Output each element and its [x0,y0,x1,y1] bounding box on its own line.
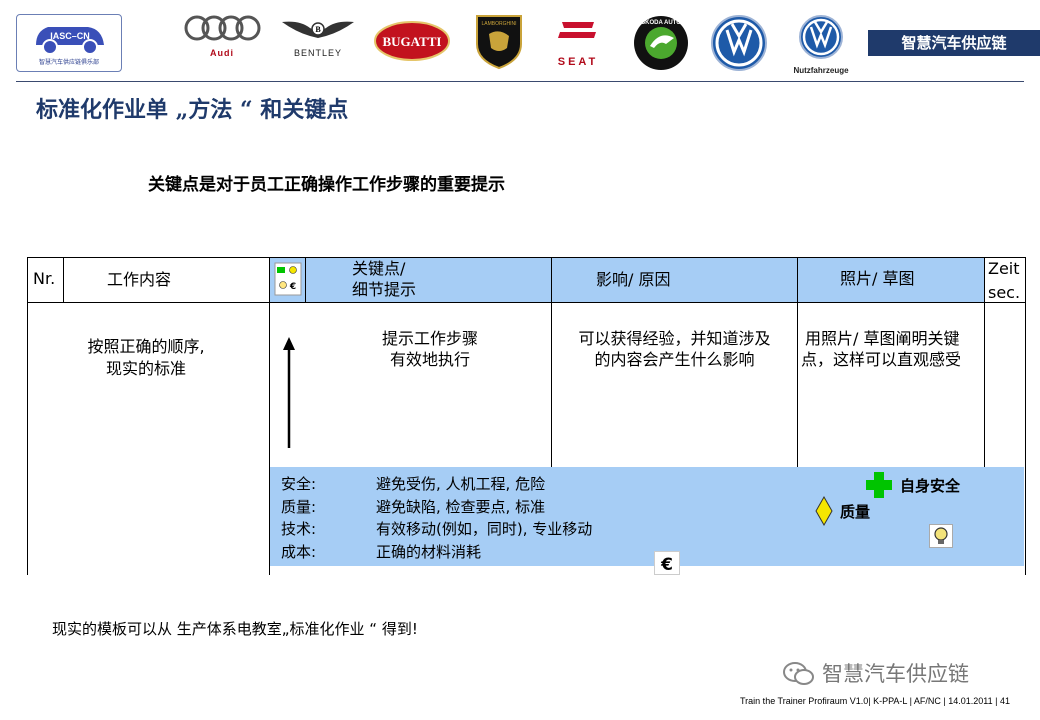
symbol-label-quality: 质量 [840,503,871,521]
brand-lamborghini: LAMBORGHINI [473,14,525,74]
arrow-up-icon [282,336,296,454]
legend-term-cost: 成本: [281,543,317,561]
table-col-divider [984,257,985,467]
table-right-border [1025,257,1026,575]
header-nr: Nr. [33,269,56,288]
brand-bugatti: BUGATTI [373,20,451,66]
table-col-divider [797,257,798,467]
table-col-divider [269,257,270,575]
seat-logo-icon [558,22,596,38]
table-left-border [27,257,28,575]
page-title: 标准化作业单 „方法 “ 和关键点 [36,97,349,123]
logo-subtitle: 智慧汽车供应链俱乐部 [38,59,99,66]
legend-term-technique: 技术: [281,520,317,538]
vw-logo-icon [711,15,767,71]
cost-euro-icon: € [654,551,680,579]
table-col-divider [63,257,64,302]
svg-text:B: B [315,25,321,34]
cell-content-line2: 现实的标准 [105,359,186,378]
cell-keypoints-line1: 提示工作步骤 [381,329,478,348]
table-col-divider [305,257,306,302]
cell-keypoints: 提示工作步骤 有效地执行 [310,328,550,370]
legend-desc-quality: 避免缺陷, 检查要点, 标准 [376,498,546,516]
club-logo: IASC–CN 智慧汽车供应链俱乐部 [16,14,122,72]
wechat-icon [782,660,816,692]
brand-label-skoda: ŠKODA AUTO [641,18,681,26]
brand-label-bentley: BENTLEY [293,48,342,58]
cell-impact-line2: 的内容会产生什么影响 [594,350,755,369]
header-divider [16,81,1024,82]
legend-term-quality: 质量: [281,498,317,516]
brand-audi: Audi [183,14,261,58]
svg-text:€: € [660,555,673,575]
car-logo-icon: IASC–CN [36,27,104,55]
table-header-border [27,302,1026,303]
brand-label-seat: SEAT [557,56,599,68]
header-zeit-line2: sec. [988,283,1021,302]
logo-label: IASC–CN [50,31,90,41]
keypoint-symbols-icon: € [274,262,302,296]
brand-label-nutzfahrzeuge: Nutzfahrzeuge [793,66,849,75]
header-symbol-icons: € [274,262,302,300]
symbol-label-safety: 自身安全 [900,477,961,495]
audi-rings-icon [184,15,261,41]
bentley-wings-icon: B [282,21,354,38]
brand-label-lamborghini: LAMBORGHINI [481,21,516,27]
watermark: 智慧汽车供应链 [822,662,969,686]
brand-vw [710,14,768,76]
cell-keypoints-line2: 有效地执行 [389,350,470,369]
brand-label-audi: Audi [210,48,234,58]
quality-diamond-icon [815,495,833,530]
header-band: 智慧汽车供应链 [868,30,1040,56]
skoda-arrow-icon: ŠKODA AUTO [634,16,688,70]
subtitle: 关键点是对于员工正确操作工作步骤的重要提示 [148,175,505,195]
brand-vw-nutzfahrzeuge: Nutzfahrzeuge [788,14,854,75]
header-impact: 影响/ 原因 [596,270,671,289]
header-content: 工作内容 [107,270,172,289]
safety-cross-icon [866,472,892,502]
cell-photo-line1: 用照片/ 草图阐明关键 [805,329,960,348]
table-top-border [27,257,1026,258]
cell-photo: 用照片/ 草图阐明关键 点，这样可以直观感受 [801,328,988,370]
table-col-divider [551,257,552,467]
lamborghini-shield-icon: LAMBORGHINI [476,15,522,70]
header-keypoints-line1: 关键点/ [352,259,406,278]
cell-content-line1: 按照正确的顺序, [87,337,205,356]
header-photo: 照片/ 草图 [840,269,915,288]
brand-seat: SEAT [548,20,608,68]
brand-skoda: ŠKODA AUTO [632,14,690,76]
svg-text:€: € [289,282,296,292]
legend-desc-technique: 有效移动(例如，同时), 专业移动 [376,520,593,538]
table-header-highlight [270,257,984,302]
legend-term-safety: 安全: [281,475,317,493]
cell-content: 按照正确的顺序, 现实的标准 [64,336,228,380]
cell-impact-line1: 可以获得经验，并知道涉及 [578,329,771,348]
brand-label-bugatti: BUGATTI [383,34,442,49]
footer-info: Train the Trainer Profiraum V1.0| K-PPA-… [740,696,1010,706]
brand-bentley: B BENTLEY [280,14,356,58]
legend-desc-cost: 正确的材料消耗 [376,543,482,561]
header-keypoints-line2: 细节提示 [352,280,417,299]
header-zeit-line1: Zeit [988,259,1020,278]
technique-bulb-icon [929,524,953,552]
cell-impact: 可以获得经验，并知道涉及 的内容会产生什么影响 [552,328,797,370]
footnote: 现实的模板可以从 生产体系电教室„标准化作业 “ 得到! [52,620,418,638]
bugatti-oval-icon: BUGATTI [374,21,450,61]
legend-desc-safety: 避免受伤, 人机工程, 危险 [376,475,546,493]
legend-band [270,467,1024,566]
vw-commercial-logo-icon [799,15,843,59]
cell-photo-line2: 点，这样可以直观感受 [801,350,962,369]
